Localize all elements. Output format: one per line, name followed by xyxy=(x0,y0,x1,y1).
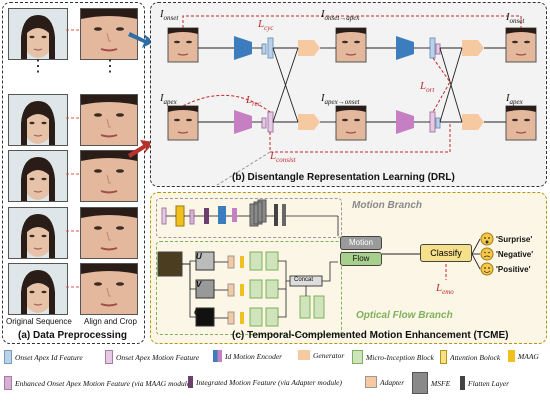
label-v: V xyxy=(196,280,202,289)
loss-rec: Lrec xyxy=(246,94,261,109)
legend-flatten-icon xyxy=(460,376,465,390)
caption-c: (c) Temporal-Complemented Motion Enhance… xyxy=(232,330,509,341)
generator-top-2 xyxy=(462,40,484,56)
legend-maag: MAAG xyxy=(508,350,539,362)
emoji-faces xyxy=(480,232,494,276)
legend-msfe: MSFE xyxy=(412,372,450,394)
generator-bottom-2 xyxy=(462,114,484,130)
aligned-face-3 xyxy=(80,150,138,202)
caption-a: (a) Data Preprocessing xyxy=(18,330,127,341)
legend-encoder-icon xyxy=(213,350,222,362)
original-face-5 xyxy=(8,263,68,315)
legend-id-feature-icon xyxy=(4,350,12,364)
align-arrows xyxy=(66,29,80,288)
legend-enhanced-motion: Enhanced Onset Apex Motion Feature (via … xyxy=(4,376,193,390)
label-i-apex: Iapex xyxy=(160,93,177,107)
motion-encoder-bottom-2 xyxy=(396,110,414,134)
optical-branch-title: Optical Flow Branch xyxy=(356,310,453,321)
legend-msfe-icon xyxy=(412,372,428,394)
flow-box: Flow xyxy=(340,252,382,266)
optical-flow-blocks xyxy=(157,251,325,327)
legend-micro-inception: Micro-Inception Block xyxy=(352,350,434,364)
aligned-face-2 xyxy=(80,94,138,146)
label-i-onset-to-apex: Ionset→apex xyxy=(321,9,360,23)
msfe-block xyxy=(249,199,267,227)
onset-feed-arrow xyxy=(128,32,154,48)
label-i-apex-to-onset: Iapex→onset xyxy=(321,93,360,107)
legend-adapter: Adapter xyxy=(365,376,404,388)
label-concat: Concat xyxy=(294,277,314,283)
legend-onset-apex-id: Onset Apex Id Feature xyxy=(4,350,83,364)
drl-faces xyxy=(167,27,537,141)
maag-block xyxy=(175,205,185,227)
output-positive: 'Positive' xyxy=(496,265,531,274)
motion-feature-bottom xyxy=(267,111,274,133)
feed-arrows xyxy=(128,32,154,158)
legend-integrated-icon xyxy=(188,376,193,388)
generator-top xyxy=(298,40,320,56)
label-i-onset: Ionset xyxy=(160,9,179,23)
loss-emo: Lemo xyxy=(436,282,454,297)
legend-generator: Generator xyxy=(298,350,344,360)
legend-inception-icon xyxy=(352,350,363,364)
ellipsis-right: ⋮ xyxy=(102,58,118,75)
col-label-original: Original Sequence xyxy=(6,317,72,326)
drl-connections xyxy=(198,47,506,123)
legend-attention: Attention Bolock xyxy=(440,350,500,364)
label-i-hat-apex: Iapex xyxy=(506,93,523,107)
col-label-align: Align and Crop xyxy=(84,317,137,326)
apex-feed-arrow xyxy=(128,140,154,158)
generator-bottom xyxy=(298,114,320,130)
legend-flatten: Flatten Layer xyxy=(460,376,509,390)
optical-branch-box xyxy=(156,241,342,335)
legend-onset-apex-motion: Onset Apex Motion Feature xyxy=(105,350,199,364)
motion-branch-title: Motion Branch xyxy=(352,200,422,211)
legend-id-motion-encoder: Id Motion Encoder xyxy=(213,350,282,362)
flow-input xyxy=(157,251,183,277)
output-surprise: 'Surprise' xyxy=(496,235,533,244)
label-i-hat-onset: Ionset xyxy=(506,12,525,26)
id-feature-top xyxy=(267,37,274,59)
aligned-face-4 xyxy=(80,207,138,259)
drl-loss-lines xyxy=(182,15,522,153)
original-face-3 xyxy=(8,150,68,202)
caption-b: (b) Disentangle Representation Learning … xyxy=(232,172,455,183)
loss-ort: Lort xyxy=(420,80,435,95)
original-face-2 xyxy=(8,94,68,146)
drl-network xyxy=(167,15,537,185)
legend-attention-icon xyxy=(440,350,447,364)
original-face-1 xyxy=(8,8,68,60)
legend-motion-feature-icon xyxy=(105,350,113,364)
aligned-face-1 xyxy=(80,8,138,60)
adapter-block xyxy=(204,208,209,224)
legend-integrated-motion: Integrated Motion Feature (via Adapter m… xyxy=(188,376,342,388)
loss-consist: Lconsist xyxy=(270,150,296,165)
legend-maag-icon xyxy=(508,350,515,362)
flatten-block xyxy=(274,204,278,226)
label-os: OS xyxy=(194,308,206,317)
label-u: U xyxy=(196,252,202,261)
ellipsis-left: ⋮ xyxy=(30,58,46,75)
id-encoder-top-2 xyxy=(396,36,414,60)
classify-box: Classify xyxy=(420,244,472,262)
aligned-face-5 xyxy=(80,263,138,315)
link-to-tcme xyxy=(216,151,271,185)
id-encoder-top xyxy=(234,36,252,60)
original-face-4 xyxy=(8,207,68,259)
drl-blocks xyxy=(234,36,484,134)
legend-generator-icon xyxy=(298,350,310,360)
motion-encoder-bottom xyxy=(234,110,252,134)
loss-cyc: Lcyc xyxy=(258,18,274,33)
motion-branch-blocks xyxy=(161,199,286,227)
output-negative: 'Negative' xyxy=(496,250,534,259)
tcme-network xyxy=(157,199,494,327)
motion-branch-box xyxy=(156,198,342,238)
motion-box: Motion xyxy=(340,236,382,250)
legend-enhanced-icon xyxy=(4,376,12,390)
legend-adapter-icon xyxy=(365,376,377,388)
